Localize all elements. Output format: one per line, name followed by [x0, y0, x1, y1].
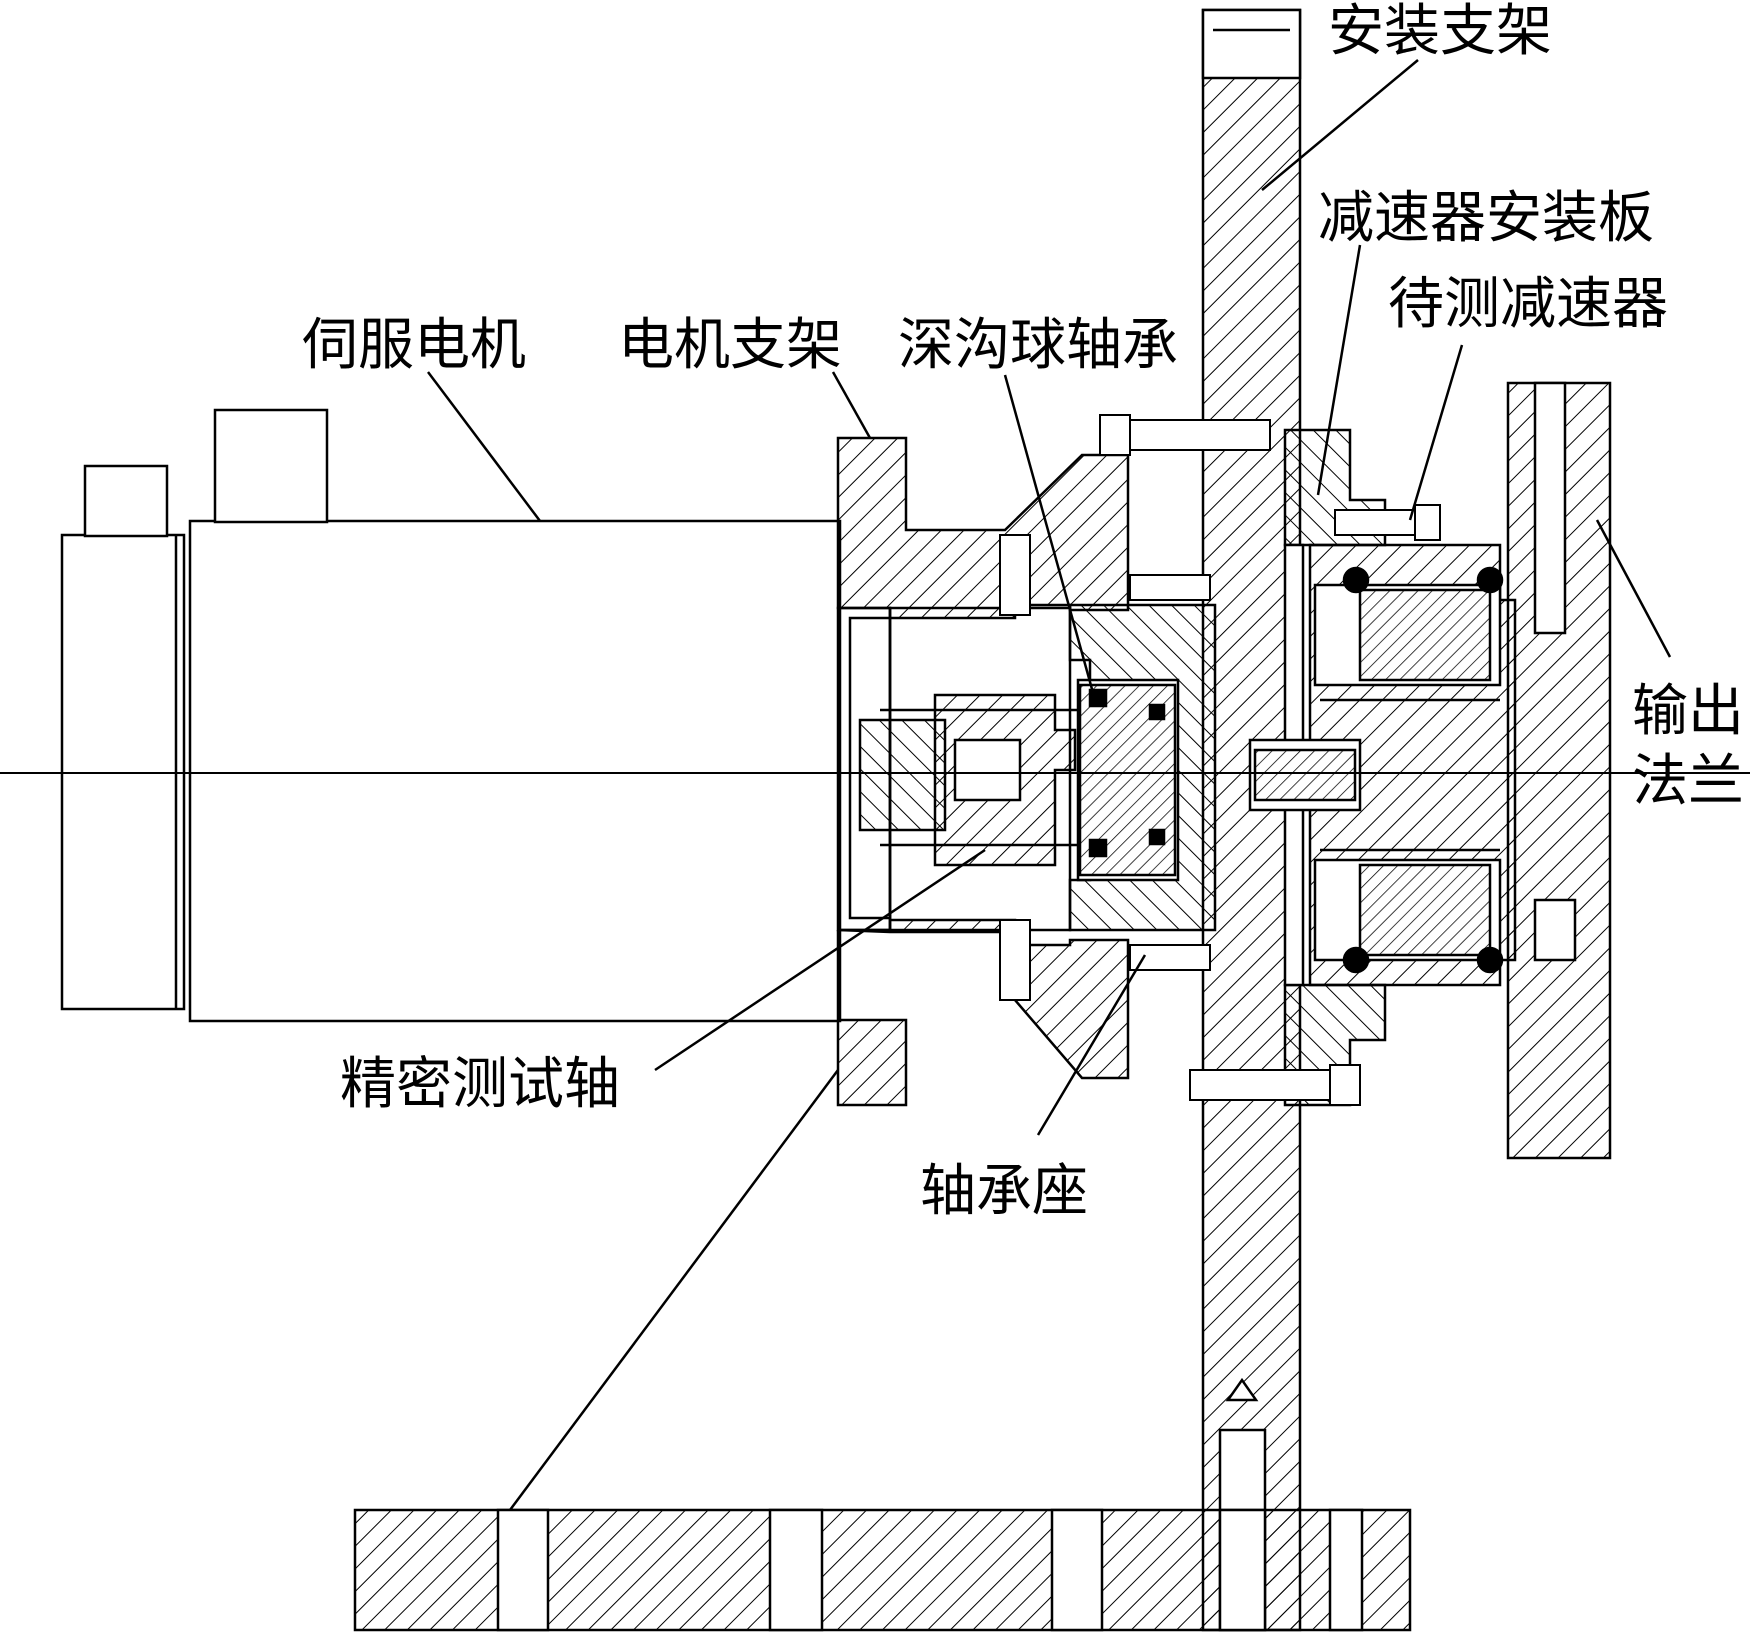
bolts [999, 414, 1441, 1106]
base-plate [353, 1508, 1412, 1632]
precision-test-shaft [858, 693, 1080, 867]
label-deep-groove-ball-bearing: 深沟球轴承 [898, 313, 1178, 378]
label-mounting-bracket: 安装支架 [1328, 0, 1552, 64]
servo-motor [60, 408, 842, 1023]
leader-lines [427, 59, 1672, 1511]
labels: 安装支架 减速器安装板 待测减速器 伺服电机 电机支架 深沟球轴承 输出 法兰 … [302, 0, 1744, 1224]
deep-groove-ball-bearing [1078, 683, 1177, 877]
label-servo-motor: 伺服电机 [302, 313, 526, 378]
label-reducer-mounting-plate: 减速器安装板 [1318, 186, 1654, 251]
reducer-under-test [1248, 543, 1517, 987]
label-bearing-seat: 轴承座 [920, 1159, 1088, 1224]
label-precision-test-shaft: 精密测试轴 [340, 1052, 620, 1117]
label-output-flange-1: 输出 [1632, 679, 1744, 744]
label-reducer-under-test: 待测减速器 [1388, 272, 1668, 337]
output-flange [1506, 381, 1612, 1160]
label-output-flange-2: 法兰 [1632, 749, 1744, 814]
label-motor-bracket: 电机支架 [618, 313, 842, 378]
